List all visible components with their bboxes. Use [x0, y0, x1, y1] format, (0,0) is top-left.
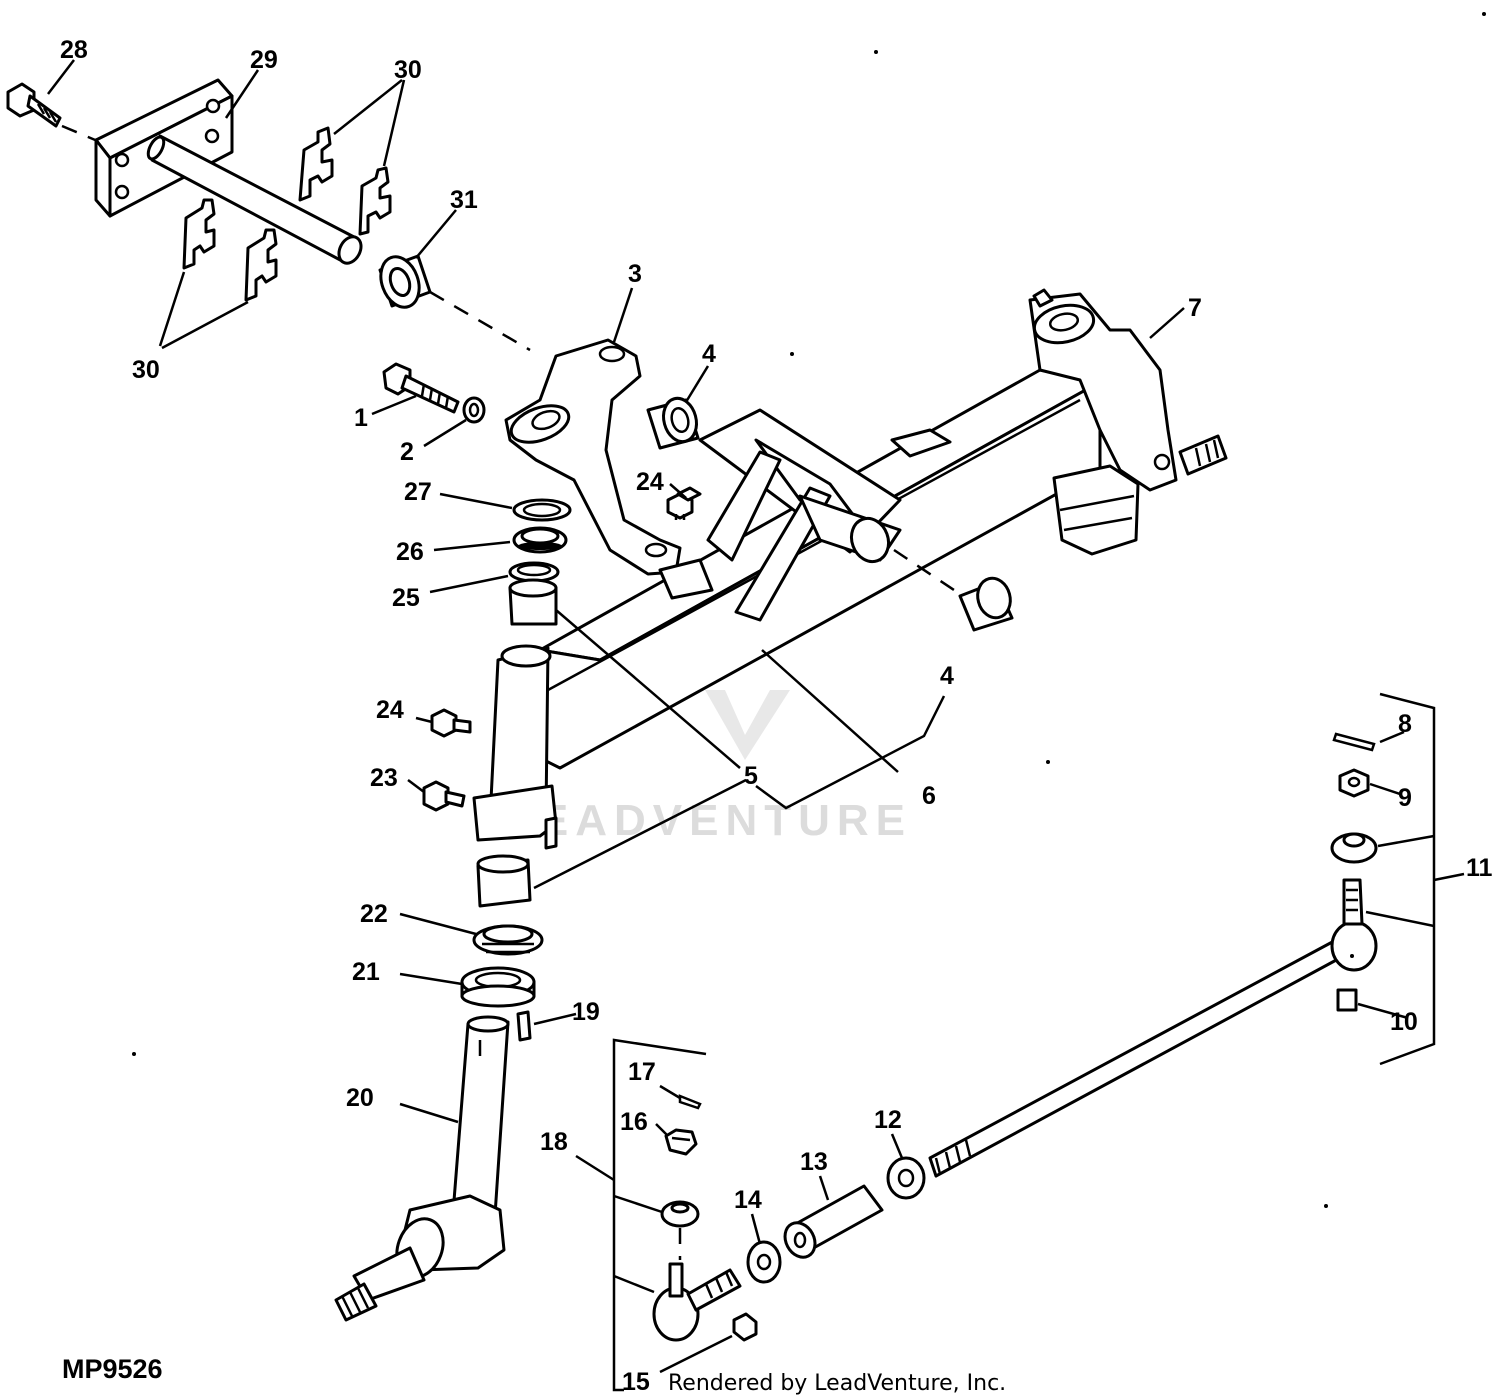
callout-4: 4 — [702, 340, 716, 368]
key-19-icon — [516, 1010, 532, 1042]
callout-29: 29 — [250, 46, 278, 74]
callout-9: 9 — [1398, 784, 1412, 812]
seal-25-icon — [508, 561, 560, 583]
clip-30-icon — [358, 166, 392, 236]
bushing-5-lower-icon — [476, 854, 532, 908]
scan-specks — [132, 12, 1486, 1208]
bushing-4-upper-icon — [646, 396, 700, 450]
callout-21: 21 — [352, 958, 380, 986]
spindle-20-icon — [334, 1015, 510, 1322]
pivot-pin-icon — [146, 134, 363, 265]
bearing-22-icon — [472, 924, 544, 956]
washer-2-icon — [462, 396, 486, 424]
steering-arm-3 — [504, 338, 714, 600]
callout-28: 28 — [60, 36, 88, 64]
tie-rod-end-15-icon — [652, 1262, 758, 1342]
castle-nut-9-icon — [1338, 768, 1370, 798]
callout-24: 24 — [376, 696, 404, 724]
callout-30: 30 — [132, 356, 160, 384]
callout-17: 17 — [628, 1058, 656, 1086]
tie-rod-assembly — [652, 732, 1378, 1342]
callout-5: 5 — [744, 762, 758, 790]
nut-12-icon — [886, 1156, 926, 1200]
clip-30-icon — [298, 126, 334, 202]
watermark-text: LEADVENTURE — [505, 796, 912, 845]
callout-10: 10 — [1390, 1008, 1418, 1036]
clip-30-icon — [182, 198, 216, 270]
callout-31: 31 — [450, 186, 478, 214]
bushing-4-lower-icon — [958, 576, 1014, 632]
callout-24: 24 — [636, 468, 664, 496]
callout-11: 11 — [1466, 854, 1493, 882]
tie-rod-end-11-icon — [1330, 878, 1378, 1012]
pivot-plate-assembly — [6, 78, 531, 352]
callout-19: 19 — [572, 998, 600, 1026]
bolt-28-icon — [6, 82, 62, 128]
cotter-pin-8-icon — [1332, 732, 1376, 752]
callout-13: 13 — [800, 1148, 828, 1176]
washer-21-icon — [460, 966, 536, 1008]
castle-nut-16-icon — [664, 1128, 698, 1156]
washer-27-icon — [512, 498, 572, 522]
callout-2: 2 — [400, 438, 414, 466]
callout-23: 23 — [370, 764, 398, 792]
callout-14: 14 — [734, 1186, 762, 1214]
callout-4: 4 — [940, 662, 954, 690]
callout-27: 27 — [404, 478, 432, 506]
callout-8: 8 — [1398, 710, 1412, 738]
bracket-11 — [1379, 692, 1465, 1066]
callout-12: 12 — [874, 1106, 902, 1134]
callout-7: 7 — [1188, 294, 1202, 322]
callout-1: 1 — [354, 404, 368, 432]
callout-6: 6 — [922, 782, 936, 810]
callout-3: 3 — [628, 260, 642, 288]
figure-id: MP9526 — [62, 1354, 163, 1384]
callout-26: 26 — [396, 538, 424, 566]
callout-20: 20 — [346, 1084, 374, 1112]
bushing-5-upper-icon — [508, 578, 558, 626]
boot-11-icon — [1330, 832, 1378, 864]
callout-16: 16 — [620, 1108, 648, 1136]
leader-lines — [47, 59, 1435, 1374]
callout-30: 30 — [394, 56, 422, 84]
nut-14-icon — [746, 1240, 782, 1284]
mounting-plate-29-icon — [94, 78, 234, 218]
callout-22: 22 — [360, 900, 388, 928]
cotter-pin-17-icon — [678, 1094, 702, 1110]
boot-18-icon — [660, 1200, 700, 1228]
clip-30-icon — [244, 228, 278, 302]
callout-25: 25 — [392, 584, 420, 612]
callout-15: 15 — [622, 1368, 650, 1396]
bolt-23-icon — [422, 780, 466, 812]
callout-18: 18 — [540, 1128, 568, 1156]
bolt-24-lower-icon — [430, 708, 472, 738]
bracket-15-18 — [612, 1038, 707, 1392]
render-credit: Rendered by LeadVenture, Inc. — [668, 1371, 1006, 1396]
callout-labels: 28 29 30 31 30 3 4 7 1 2 24 27 26 25 4 2… — [60, 36, 1493, 1396]
bushing-31-icon — [378, 254, 432, 309]
bolt-24-upper-icon — [666, 486, 702, 520]
adjusting-sleeve-13-icon — [783, 1184, 884, 1259]
seal-26-icon — [512, 526, 568, 554]
bolt-1-icon — [382, 362, 460, 414]
